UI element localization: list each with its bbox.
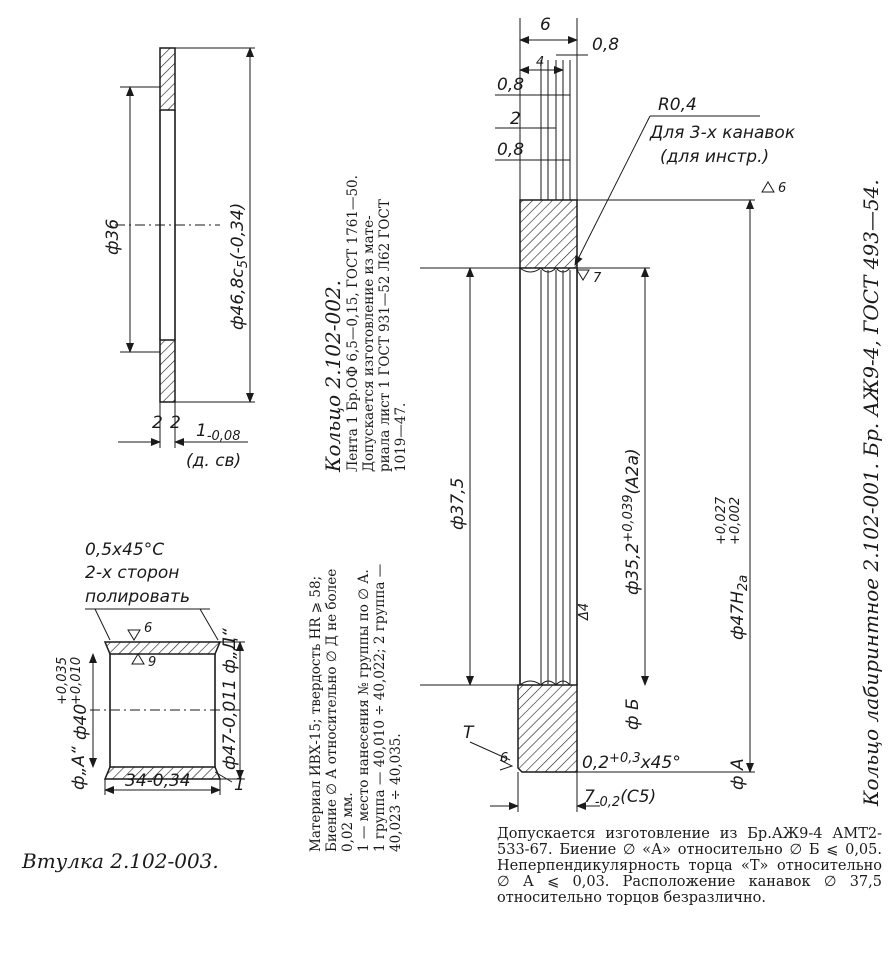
ring-002-drawing: ф36 ф46,8c5(-0,34) 2 2 1-0,08 (д. св) xyxy=(103,47,255,471)
ring-001-length: 7-0,2(C5) xyxy=(584,787,656,810)
ring-001-caption: Кольцо лабиринтное 2.102-001. Бр. АЖ9-4,… xyxy=(859,179,883,807)
ring-001-groove-note-1: Для 3-х канавок xyxy=(649,123,796,143)
ring-001-chamfer: 0,2+0,3x45° xyxy=(582,751,681,773)
ring-001-radius: R0,4 xyxy=(658,95,697,115)
ring-001-width-2: 2 xyxy=(510,109,521,129)
bushing-bore-tol-upper: +0,035 xyxy=(55,657,70,705)
ring-002-outer-diameter: ф46,8c5(-0,34) xyxy=(228,203,251,330)
bushing-polish-1: 2-х сторон xyxy=(85,563,179,583)
ring-001-width-total: 6 xyxy=(540,15,551,35)
bushing-chamfer: 0,5x45°C xyxy=(85,540,164,560)
bushing-spec-5: 1 группа — 40,010 ÷ 40,022; 2 группа — xyxy=(372,564,388,852)
ring-001-roughness-top: 6 xyxy=(778,181,786,196)
bushing-spec-2: Биение ∅ А относительно ∅ Д не более xyxy=(324,569,340,852)
ring-002-section-mark-left: 2 xyxy=(152,413,163,433)
ring-001-face-t: Т xyxy=(463,723,475,743)
ring-001-roughness-4: Δ4 xyxy=(577,603,592,621)
ring-001-width-08-top: 0,8 xyxy=(592,35,619,55)
ring-001-outer-tol-lower: +0,002 xyxy=(728,497,743,545)
ring-001-groove-diameter: ф37,5 xyxy=(448,478,468,530)
ring-001-note: Допускается изготовление из Бр.АЖ9-4 АМТ… xyxy=(497,826,882,906)
bushing-003-drawing: 0,5x45°C 2-х сторон полировать 6 9 ф40 +… xyxy=(21,540,245,873)
ring-001-roughness-side: 6 xyxy=(500,751,508,766)
ring-001-bore-diameter: ф35,2+0,039(A2a) xyxy=(621,448,643,595)
ring-002-allow-1: Допускается изготовление из мате- xyxy=(361,215,377,472)
bushing-datum-a: ф„А“ xyxy=(69,746,89,790)
ring-001-datum-b: ф Б xyxy=(623,698,643,730)
bushing-bore-diameter: ф40 xyxy=(71,704,91,740)
ring-001-groove-note-2: (для инстр.) xyxy=(660,147,769,167)
bushing-caption: Втулка 2.102-003. xyxy=(21,849,219,873)
bushing-mark-1: 1 xyxy=(234,775,245,795)
ring-001-outer-tol-upper: +0,027 xyxy=(714,496,729,545)
ring-001-width-4: 4 xyxy=(536,55,544,70)
bushing-spec-4: 1 — место нанесения № группы по ∅ А. xyxy=(356,569,372,852)
ring-001-roughness-7: 7 xyxy=(593,271,602,286)
bushing-spec-6: 40,023 ÷ 40,035. xyxy=(388,733,404,852)
ring-002-allow-3: 1019—47. xyxy=(393,403,409,472)
ring-002-spec-column: Кольцо 2.102-002. Лента 1 Бр.ОФ 6,5—0,15… xyxy=(321,175,409,473)
bushing-length: 34-0,34 xyxy=(125,771,191,791)
ring-001-width-08-a: 0,8 xyxy=(497,75,524,95)
bushing-roughness-inner: 9 xyxy=(148,655,156,670)
bushing-polish-2: полировать xyxy=(85,587,190,607)
ring-001-drawing: 6 0,8 4 0,8 2 0,8 R0,4 Для 3-х канавок (… xyxy=(420,15,796,812)
ring-002-inner-diameter: ф36 xyxy=(103,219,123,255)
ring-002-title: Кольцо 2.102-002. xyxy=(321,280,345,473)
ring-002-thickness-fit: (д. св) xyxy=(186,451,241,471)
bushing-spec-1: Материал ИВХ-15; твердость HR ⩾ 58; xyxy=(308,576,324,852)
bushing-spec-column: Материал ИВХ-15; твердость HR ⩾ 58; Биен… xyxy=(308,564,404,852)
ring-002-thickness: 1-0,08 xyxy=(196,421,240,444)
ring-001-datum-a: ф А xyxy=(728,758,748,790)
bushing-bore-tol-lower: +0,010 xyxy=(69,657,84,705)
bushing-outer-diameter: ф47-0,011 ф„Д“ xyxy=(220,628,240,770)
bushing-spec-3: 0,02 мм. xyxy=(340,792,356,852)
bushing-roughness-outer: 6 xyxy=(144,621,152,636)
ring-001-outer-diameter: ф47H2a xyxy=(728,575,751,640)
ring-001-width-08-b: 0,8 xyxy=(497,140,524,160)
ring-002-allow-2: риала лист 1 ГОСТ 931—52 Л62 ГОСТ xyxy=(377,199,393,472)
ring-002-material: Лента 1 Бр.ОФ 6,5—0,15, ГОСТ 1761—50. xyxy=(345,175,361,472)
